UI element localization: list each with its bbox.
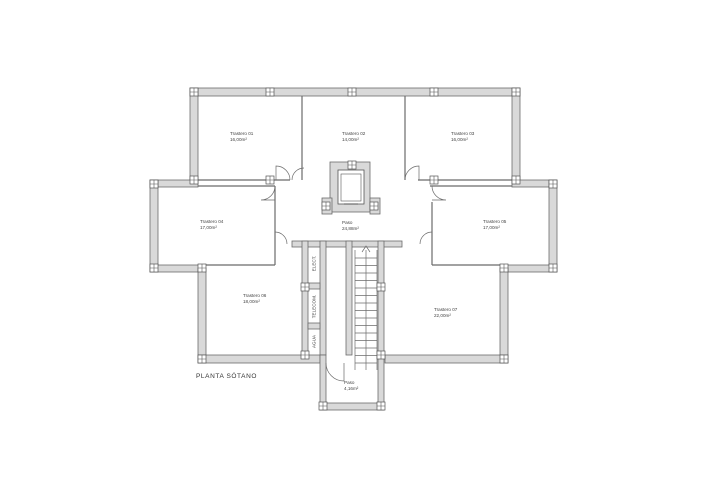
doors <box>260 165 447 382</box>
middle-wing-walls <box>149 179 558 273</box>
staircase <box>354 245 378 370</box>
utility-label-agua: AGUA <box>311 334 317 349</box>
lower-wing-walls <box>197 240 509 364</box>
plan-title: PLANTA SÓTANO <box>196 373 258 380</box>
utility-label-telecom: TELECOM. <box>311 294 317 319</box>
columns <box>149 87 558 411</box>
utility-label-elect: ELECT. <box>311 255 317 272</box>
